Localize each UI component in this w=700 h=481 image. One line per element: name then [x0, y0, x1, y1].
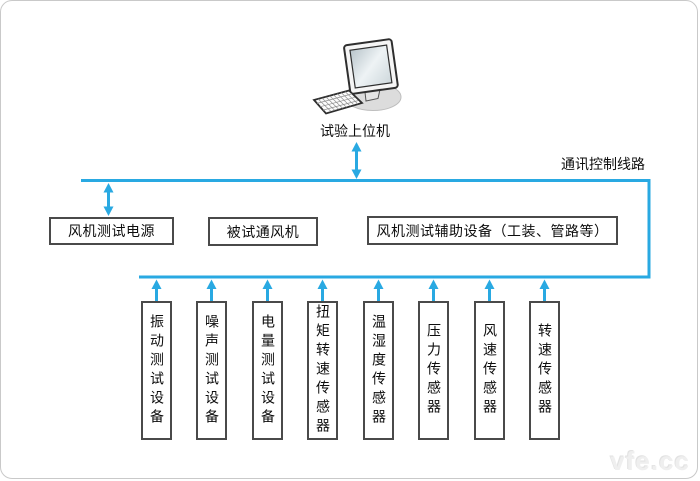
- node-aux-equipment: 风机测试辅助设备（工装、管路等）: [367, 216, 618, 245]
- comm-bus-label: 通讯控制线路: [561, 156, 645, 172]
- node-label: 振动测试设备: [149, 313, 165, 428]
- node-pressure-sensor: 压力传感器: [418, 301, 449, 440]
- host-computer-icon: [312, 38, 402, 115]
- node-temp-humidity-sensor: 温湿度传感器: [363, 301, 394, 440]
- node-fan-under-test: 被试通风机: [208, 217, 318, 246]
- node-label: 温湿度传感器: [371, 313, 387, 428]
- node-fan-test-power: 风机测试电源: [49, 217, 174, 245]
- node-wind-speed-sensor: 风速传感器: [474, 301, 505, 440]
- node-vibration-test-device: 振动测试设备: [141, 301, 172, 440]
- host-computer-label: 试验上位机: [320, 123, 390, 139]
- node-label: 压力传感器: [426, 323, 442, 418]
- node-label: 转速传感器: [537, 323, 553, 418]
- node-rotation-speed-sensor: 转速传感器: [529, 301, 560, 440]
- node-label: 噪声测试设备: [204, 313, 220, 428]
- node-label: 电量测试设备: [260, 313, 276, 428]
- node-noise-test-device: 噪声测试设备: [196, 301, 227, 440]
- node-label: 风速传感器: [482, 323, 498, 418]
- node-label: 扭矩转速传感器: [315, 304, 331, 437]
- node-electric-measure-device: 电量测试设备: [252, 301, 283, 440]
- node-torque-speed-sensor: 扭矩转速传感器: [307, 301, 338, 440]
- watermark: vfe.cc: [610, 446, 690, 476]
